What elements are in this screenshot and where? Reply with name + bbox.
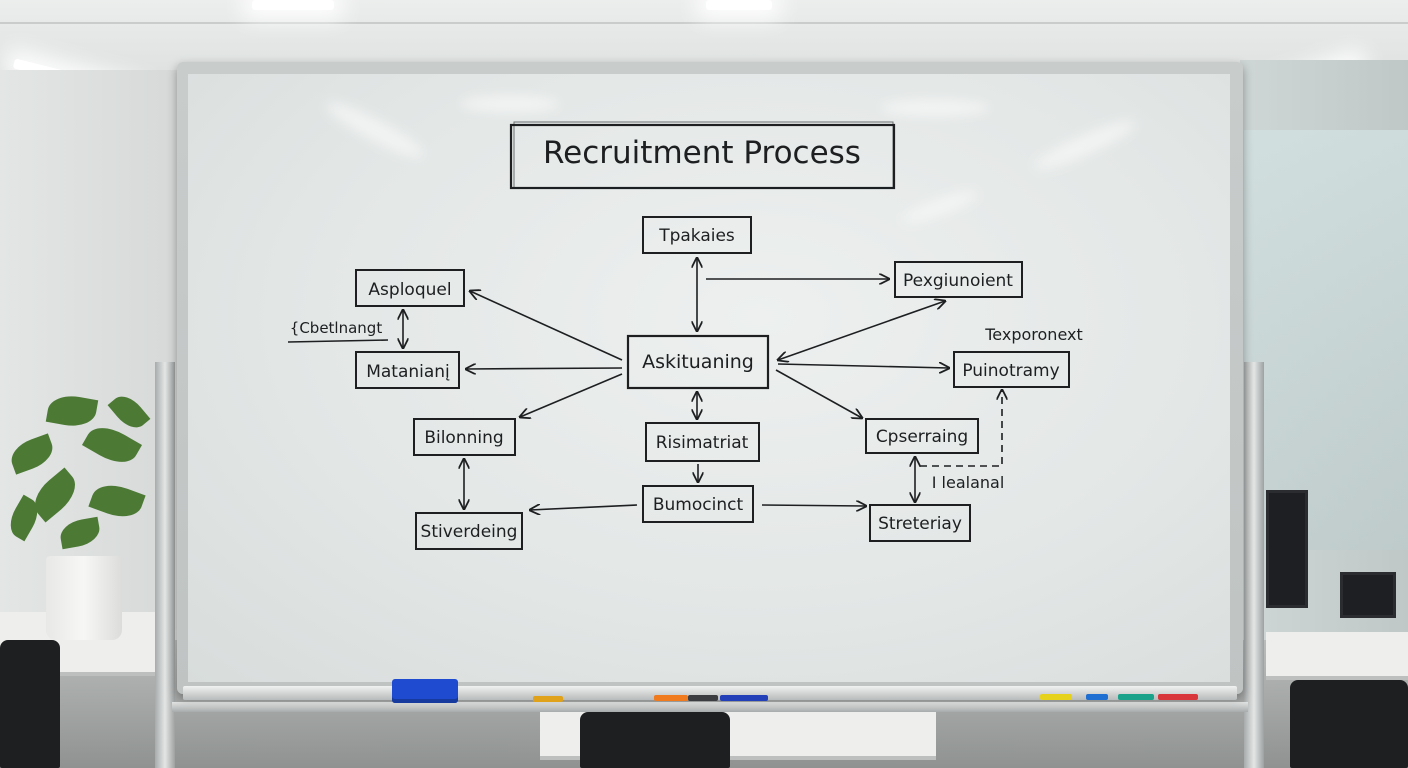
arrow <box>778 301 945 360</box>
arrow <box>466 368 623 369</box>
node-right4: Streteriay <box>869 504 971 542</box>
node-center: Askituaning <box>626 334 770 390</box>
ceiling-light <box>252 0 334 10</box>
dashed-arrow <box>920 390 1002 467</box>
office-chair <box>580 712 730 768</box>
node-left1: Asploquel <box>355 269 465 307</box>
arrow <box>470 291 623 361</box>
node-top: Tpakaies <box>642 216 752 254</box>
node-label: Askituaning <box>642 351 754 373</box>
ceiling <box>0 0 1408 70</box>
desk <box>1266 632 1408 680</box>
node-label: Bumocinct <box>653 495 744 515</box>
glare <box>460 96 560 112</box>
stand-leg <box>155 362 175 768</box>
arrow <box>530 505 638 510</box>
node-label: Matanianį <box>366 362 450 382</box>
stand-leg <box>1244 362 1264 768</box>
node-right3: Cpserraing <box>865 418 979 454</box>
connector-arrows <box>403 258 1002 510</box>
node-label: Streteriay <box>878 514 962 534</box>
node-right1: Pexgiunoient <box>894 261 1023 298</box>
node-label: Asploquel <box>368 280 451 300</box>
eraser-icon[interactable] <box>392 679 458 703</box>
node-center3: Bumocinct <box>642 485 754 523</box>
node-right2: Puinotramy <box>953 351 1070 388</box>
node-label: Puinotramy <box>962 361 1059 381</box>
node-label: Risimatriat <box>656 433 749 453</box>
node-left3: Bilonning <box>413 418 516 456</box>
node-left2: Matanianį <box>355 351 460 389</box>
arrow <box>520 373 623 417</box>
node-label: Stiverdeing <box>421 522 518 542</box>
node-label: Pexgiunoient <box>903 271 1013 291</box>
glare <box>880 100 990 116</box>
node-label: {Cbetlnangt <box>290 319 383 337</box>
arrow <box>761 505 866 506</box>
office-chair <box>0 640 60 768</box>
node-center2: Risimatriat <box>645 422 760 462</box>
ceiling-light <box>706 0 772 10</box>
stand-crossbar <box>172 702 1248 712</box>
glass-partition <box>1244 130 1408 550</box>
node-label: Bilonning <box>424 428 503 448</box>
arrow <box>777 364 949 368</box>
monitor <box>1340 572 1396 618</box>
plant-pot <box>46 556 122 640</box>
node-label: Cpserraing <box>876 427 968 447</box>
ceiling-beam <box>0 22 1408 24</box>
page-title: Recruitment Process <box>543 135 861 171</box>
node-side-note: {Cbetlnangt <box>287 319 389 343</box>
node-right-label: Texporonext <box>984 325 1083 344</box>
office-chair <box>1290 680 1408 768</box>
node-right-note: I lealanal <box>932 473 1005 492</box>
node-label: Tpakaies <box>658 226 735 246</box>
node-left4: Stiverdeing <box>415 512 523 550</box>
whiteboard-surface <box>188 74 1230 682</box>
monitor <box>1266 490 1308 608</box>
arrow <box>775 369 862 418</box>
